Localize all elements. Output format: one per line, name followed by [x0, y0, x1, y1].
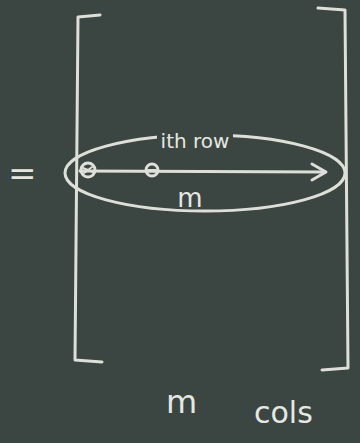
- entry-mark: [148, 169, 156, 171]
- length-label: m: [173, 185, 206, 211]
- equals-sign: =: [8, 156, 37, 190]
- entry-dot: [81, 163, 95, 177]
- dimension-label: m: [166, 386, 197, 418]
- row-arrow-shaft: [80, 171, 325, 172]
- row-arrow-head: [312, 164, 326, 180]
- entry-scribble: [83, 167, 93, 173]
- row-label: ith row: [157, 131, 234, 151]
- entry-dot: [146, 164, 158, 176]
- row-ellipse: ith row m: [62, 127, 348, 223]
- dimension-label: cols: [254, 398, 313, 428]
